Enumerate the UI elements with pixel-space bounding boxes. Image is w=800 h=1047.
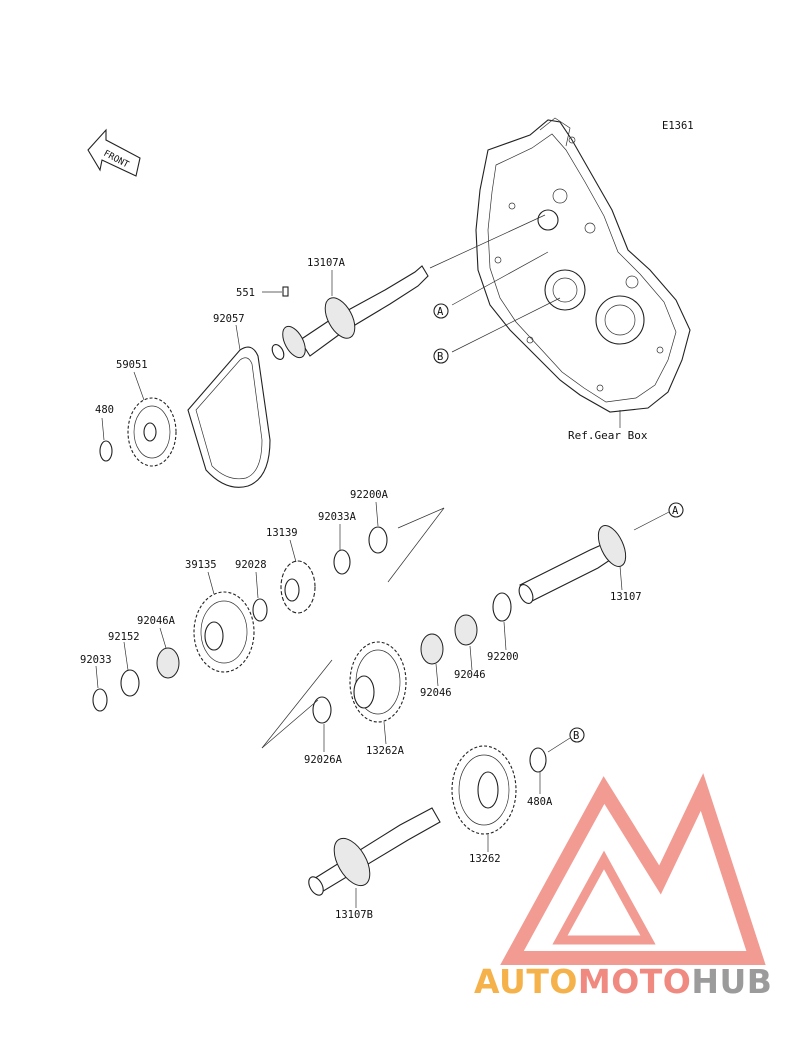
watermark-auto: AUTO — [474, 962, 578, 1001]
label-13107B: 13107B — [335, 909, 373, 921]
label-92046-a: 92046 — [454, 669, 486, 681]
needle-bearing-92046A — [156, 647, 180, 679]
circlip-480A — [529, 747, 547, 773]
label-13139: 13139 — [266, 527, 298, 539]
watermark-hub: HUB — [691, 962, 773, 1001]
watermark-text: AUTOMOTOHUB — [474, 962, 772, 1001]
circlip-92028 — [252, 598, 268, 622]
sprocket-59051 — [127, 397, 177, 467]
gear-13262A — [349, 641, 407, 723]
front-arrow-icon: FRONT — [87, 128, 141, 177]
label-13262A: 13262A — [366, 745, 405, 757]
chain-92057 — [187, 346, 271, 488]
svg-text:A: A — [672, 505, 679, 517]
label-92200: 92200 — [487, 651, 519, 663]
washer-92152 — [120, 669, 140, 697]
shaft-13107 — [518, 525, 627, 604]
washer-92200 — [492, 592, 512, 622]
label-92200A: 92200A — [350, 489, 389, 501]
label-480A: 480A — [527, 796, 553, 808]
label-92046-b: 92046 — [420, 687, 452, 699]
label-92028: 92028 — [235, 559, 267, 571]
label-92057: 92057 — [213, 313, 245, 325]
needle-bearing-92046-a — [454, 614, 478, 646]
part-labels: 13107A 551 92057 59051 480 92200A 92033A… — [80, 257, 642, 921]
gear-39135 — [193, 591, 255, 673]
front-label: FRONT — [102, 149, 131, 171]
circlip-92033 — [92, 688, 108, 712]
label-551: 551 — [236, 287, 255, 299]
svg-text:B: B — [437, 351, 443, 363]
label-92033: 92033 — [80, 654, 112, 666]
label-92026A: 92026A — [304, 754, 343, 766]
needle-bearing-92046-b — [420, 633, 444, 665]
label-39135: 39135 — [185, 559, 217, 571]
svg-text:B: B — [573, 730, 579, 742]
svg-text:A: A — [437, 306, 444, 318]
gear-13262 — [451, 745, 517, 835]
automotohub-logo-icon — [500, 773, 766, 965]
ref-gear-box-label: Ref.Gear Box — [568, 429, 648, 442]
label-13262: 13262 — [469, 853, 501, 865]
diagram-code: E1361 — [662, 120, 694, 132]
callout-b-shaft: B — [547, 727, 585, 753]
label-480: 480 — [95, 404, 114, 416]
label-59051: 59051 — [116, 359, 148, 371]
label-92033A: 92033A — [318, 511, 357, 523]
circlip-480 — [99, 440, 113, 462]
label-92152: 92152 — [108, 631, 140, 643]
label-13107: 13107 — [610, 591, 642, 603]
watermark-moto: MOTO — [577, 962, 692, 1001]
shaft-13107B — [308, 807, 441, 896]
label-13107A: 13107A — [307, 257, 346, 269]
callout-b-housing: B — [433, 348, 449, 364]
pin-551 — [282, 286, 289, 297]
callout-a-housing: A — [433, 303, 449, 319]
hub-13139 — [280, 560, 316, 614]
washer-92200A — [368, 526, 388, 554]
callout-a-shaft: A — [633, 502, 684, 531]
shaft-13107A — [271, 265, 429, 360]
washer-92026A — [312, 696, 332, 724]
circlip-92033A — [333, 549, 351, 575]
leader-lines — [95, 270, 623, 908]
gear-box-housing — [475, 117, 691, 413]
label-92046A: 92046A — [137, 615, 176, 627]
